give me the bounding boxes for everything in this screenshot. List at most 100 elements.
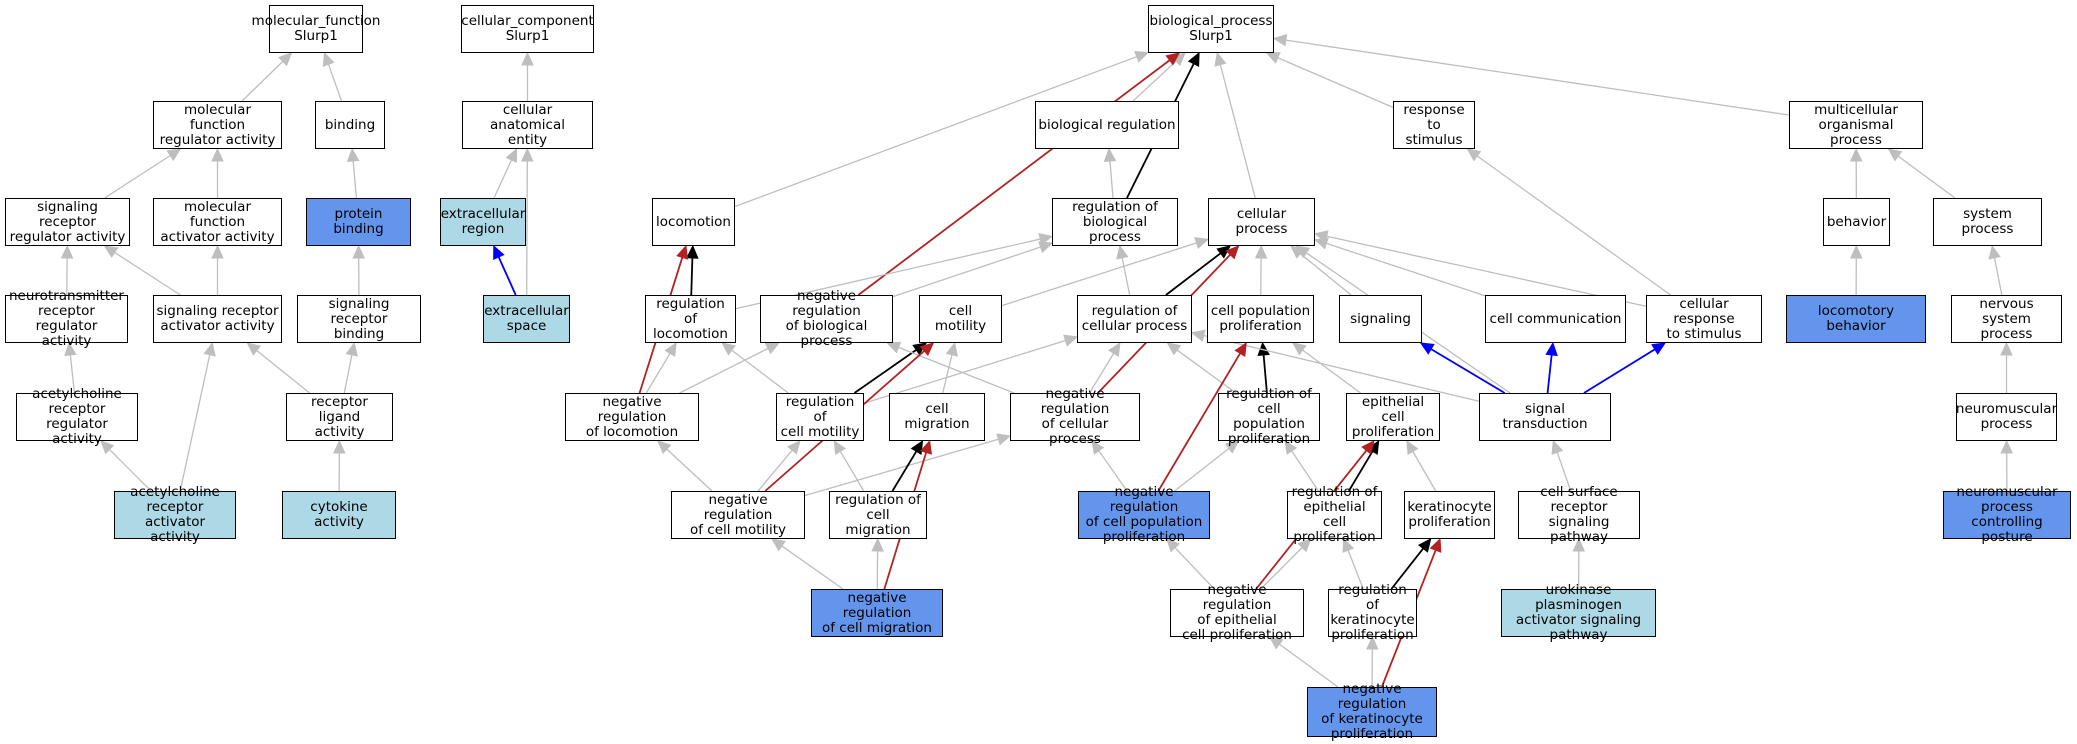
go-term-node-reg-loco: regulation of locomotion <box>645 295 736 343</box>
edge-is-a <box>104 154 171 199</box>
arrowhead-is-a <box>521 147 534 162</box>
arrowhead-is-a <box>278 52 293 67</box>
go-term-node-neuromusc: neuromuscular process <box>1956 393 2057 441</box>
edge-is-a <box>1001 242 1197 307</box>
edge-is-a <box>1260 547 1303 590</box>
arrowhead-is-a <box>764 342 780 355</box>
edge-is-a <box>1174 547 1215 590</box>
arrowhead-is-a <box>521 51 534 66</box>
edge-positively-regulates <box>690 257 694 296</box>
go-term-node-cell-proc: cellular process <box>1208 198 1315 246</box>
arrowhead-is-a <box>100 440 115 455</box>
arrowhead-is-a <box>1103 147 1117 162</box>
arrowhead-is-a <box>1038 241 1054 254</box>
go-term-node-neg-reg-bio: negative regulation of biological proces… <box>760 289 893 349</box>
go-term-node-reg-cell-mot: regulation of cell motility <box>776 393 864 441</box>
edge-is-a <box>69 354 76 394</box>
arrowhead-is-a <box>871 537 884 552</box>
go-term-node-sig-trans: signal transduction <box>1479 393 1611 441</box>
go-term-node-reg-bio: regulation of biological process <box>1052 198 1178 246</box>
arrowhead-negatively-regulates <box>1361 440 1375 455</box>
arrowhead-is-a <box>945 341 958 357</box>
edge-positively-regulates <box>1390 547 1424 590</box>
go-term-node-cell-resp: cellular response to stimulus <box>1646 295 1762 343</box>
edge-is-a <box>1993 257 2003 296</box>
arrowhead-is-a <box>1254 244 1268 259</box>
go-term-node-cc-root: cellular_component Slurp1 <box>461 5 594 53</box>
edge-is-a <box>757 449 793 492</box>
arrowhead-is-a <box>1988 244 2001 260</box>
go-term-node-rec-lig: receptor ligand activity <box>286 393 393 441</box>
go-term-node-cell-mig: cell migration <box>889 393 985 441</box>
go-term-node-neg-reg-loco: negative regulation of locomotion <box>565 393 699 441</box>
arrowhead-is-a <box>1291 342 1307 356</box>
edge-is-a <box>1476 155 1671 296</box>
go-term-node-ec-region: extracellular region <box>440 198 526 246</box>
go-term-node-mf-root: molecular_function Slurp1 <box>252 5 380 53</box>
edge-is-a <box>1121 257 1131 296</box>
edge-is-a <box>1132 60 1177 102</box>
go-term-node-ec-space: extracellular space <box>483 295 570 343</box>
edge-is-a <box>343 354 353 394</box>
edge-is-a <box>1277 57 1394 108</box>
arrowhead-negatively-regulates <box>919 342 935 356</box>
arrowhead-is-a <box>664 341 677 357</box>
arrowhead-is-a <box>771 538 786 552</box>
arrowhead-is-a <box>1134 50 1150 63</box>
go-term-node-neg-reg-cell-proc: negative regulation of cellular process <box>1010 387 1140 447</box>
arrowhead-is-a <box>833 439 846 455</box>
arrowhead-is-a <box>322 51 335 67</box>
go-term-node-signaling: signaling <box>1339 295 1422 343</box>
go-term-node-neuromusc-post: neuromuscular process controlling postur… <box>1943 485 2071 545</box>
go-term-node-nerv-sys: nervous system process <box>1951 295 2062 343</box>
go-term-node-ach-rec-reg: acetylcholine receptor regulator activit… <box>16 387 138 447</box>
edge-positively-regulates <box>1348 450 1374 492</box>
edge-is-a <box>1326 235 1647 307</box>
edge-negatively-regulates <box>857 59 1171 296</box>
arrowhead-is-a <box>1272 34 1288 47</box>
arrowhead-is-a <box>1224 440 1240 454</box>
arrowhead-is-a <box>1190 329 1206 342</box>
edge-is-a <box>1176 349 1237 394</box>
arrowhead-negatively-regulates <box>676 244 689 260</box>
edge-is-a <box>179 354 211 492</box>
go-term-node-neg-reg-epi: negative regulation of epithelial cell p… <box>1170 583 1304 643</box>
arrowhead-negatively-regulates <box>919 439 932 455</box>
go-term-node-binding: binding <box>315 101 385 149</box>
arrowhead-positively-regulates <box>1417 538 1432 553</box>
edge-is-a <box>109 449 152 492</box>
edge-is-a <box>327 64 343 102</box>
arrowhead-is-a <box>1108 341 1121 357</box>
edge-is-a <box>352 160 358 199</box>
edge-is-a <box>114 251 181 296</box>
go-term-node-mf-reg: molecular function regulator activity <box>153 101 282 149</box>
edge-is-a <box>863 339 1066 404</box>
arrowhead-positively-regulates <box>1187 51 1200 67</box>
edge-is-a <box>666 448 713 492</box>
go-term-node-resp-stim: response to stimulus <box>1393 101 1475 149</box>
arrowhead-is-a <box>1850 244 1863 259</box>
edge-is-a <box>1203 334 1480 402</box>
go-term-node-ach-rec-act: acetylcholine receptor activator activit… <box>114 485 236 545</box>
arrowhead-negatively-regulates <box>1165 52 1181 66</box>
edge-positively-regulates <box>891 450 918 492</box>
go-term-node-reg-epi: regulation of epithelial cell proliferat… <box>1287 485 1382 545</box>
edge-is-a <box>1897 155 1956 199</box>
arrowhead-is-a <box>2000 341 2013 356</box>
edge-positively-regulates <box>853 349 917 394</box>
go-term-node-reg-cell-proc: regulation of cellular process <box>1077 295 1192 343</box>
go-term-node-sys-proc: system process <box>1933 198 2042 246</box>
arrowhead-is-a <box>1572 537 1586 552</box>
edge-part-of <box>1430 348 1506 394</box>
go-term-node-csr-sig: cell surface receptor signaling pathway <box>1518 485 1640 545</box>
edge-is-a <box>1302 349 1361 394</box>
edge-is-a <box>679 347 769 394</box>
arrowhead-is-a <box>886 341 902 354</box>
edge-is-a <box>1326 242 1486 297</box>
arrowhead-is-a <box>211 244 224 259</box>
arrowhead-is-a <box>246 342 262 356</box>
arrowhead-negatively-regulates <box>1429 537 1442 553</box>
edge-is-a <box>256 350 311 394</box>
arrowhead-part-of <box>1419 342 1435 355</box>
